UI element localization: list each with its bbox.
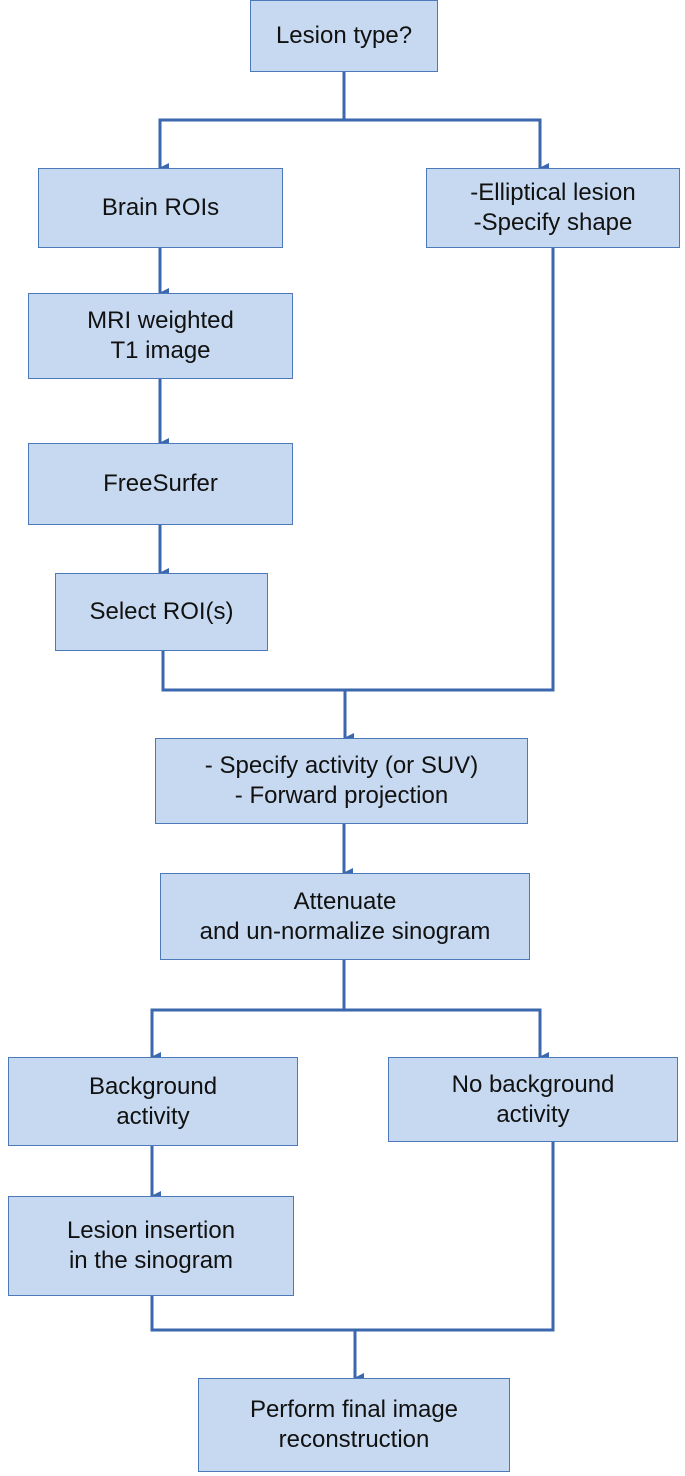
- merge-line-2: [150, 1142, 555, 1332]
- node-no-background-activity: No background activity: [388, 1057, 678, 1142]
- node-no-background-line-1: No background: [451, 1070, 615, 1098]
- node-final-reconstruction: Perform final image reconstruction: [198, 1378, 510, 1472]
- node-select-rois-line-1: Select ROI(s): [89, 598, 234, 625]
- node-elliptical-line-2: -Specify shape: [473, 209, 633, 236]
- node-lesion-type: Lesion type?: [250, 0, 438, 72]
- node-mri-t1-line-1: MRI weighted: [87, 307, 234, 334]
- node-lesion-insertion-line-2: in the sinogram: [68, 1247, 234, 1274]
- node-specify-activity-line-2: - Forward projection: [234, 782, 449, 809]
- node-attenuate: Attenuate and un-normalize sinogram: [160, 873, 530, 960]
- node-background-activity: Background activity: [8, 1057, 298, 1146]
- node-no-background-line-2: activity: [496, 1100, 570, 1128]
- node-final-recon-line-1: Perform final image: [249, 1396, 459, 1423]
- node-mri-t1: MRI weighted T1 image: [28, 293, 293, 379]
- node-elliptical-line-1: -Elliptical lesion: [470, 179, 636, 206]
- node-attenuate-line-1: Attenuate: [293, 887, 397, 915]
- node-attenuate-line-2: and un-normalize sinogram: [199, 917, 491, 945]
- node-brain-rois-line-1: Brain ROIs: [101, 194, 220, 221]
- split-line-top: [158, 118, 542, 122]
- node-freesurfer: FreeSurfer: [28, 443, 293, 525]
- split-line-bottom: [150, 1008, 542, 1012]
- node-background-line-1: Background: [88, 1072, 218, 1100]
- node-select-rois: Select ROI(s): [55, 573, 268, 651]
- node-brain-rois: Brain ROIs: [38, 168, 283, 248]
- merge-line-1: [161, 248, 555, 692]
- node-background-line-2: activity: [116, 1102, 190, 1130]
- node-specify-activity-line-1: - Specify activity (or SUV): [204, 752, 479, 779]
- node-lesion-insertion-line-1: Lesion insertion: [66, 1217, 236, 1244]
- node-lesion-insertion: Lesion insertion in the sinogram: [8, 1196, 294, 1296]
- node-elliptical-lesion: -Elliptical lesion -Specify shape: [426, 168, 680, 248]
- node-specify-activity: - Specify activity (or SUV) - Forward pr…: [155, 738, 528, 824]
- node-final-recon-line-2: reconstruction: [278, 1426, 430, 1453]
- node-freesurfer-line-1: FreeSurfer: [103, 470, 218, 497]
- node-lesion-type-line-1: Lesion type?: [275, 22, 413, 49]
- node-mri-t1-line-2: T1 image: [110, 337, 211, 364]
